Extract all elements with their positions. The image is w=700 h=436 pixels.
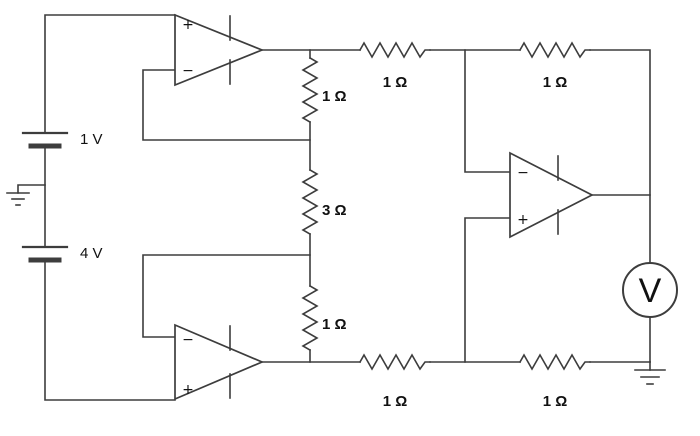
battery-v1-label: 1 V xyxy=(80,131,103,148)
resistor-zigzag xyxy=(358,41,431,59)
resistor-vertical-middle: 3 Ω xyxy=(301,168,347,236)
opamp-triangle xyxy=(174,323,265,401)
inverting-input-sign: − xyxy=(182,63,194,79)
resistor-bottom-right: 1 Ω xyxy=(518,353,591,410)
resistor-bottom-left: 1 Ω xyxy=(358,353,431,410)
resistor-vertical-top: 1 Ω xyxy=(301,56,347,124)
resistor-label: 1 Ω xyxy=(322,316,347,333)
opamp-bottom: − + xyxy=(174,323,265,401)
resistor-label: 1 Ω xyxy=(543,74,568,91)
noninverting-input-sign: + xyxy=(517,212,529,228)
wire-top-left-rail xyxy=(44,14,176,134)
opamp-triangle xyxy=(509,151,594,239)
resistor-zigzag xyxy=(358,353,431,371)
opamp-top: + − xyxy=(174,13,265,87)
wire-node-to-noninverting-input xyxy=(464,217,511,363)
battery-v2-label: 4 V xyxy=(80,245,103,262)
inverting-input-sign: − xyxy=(517,165,529,181)
resistor-zigzag xyxy=(301,284,319,352)
voltmeter-label: V xyxy=(639,272,662,310)
wire-top-opamp-feedback xyxy=(142,69,311,141)
wire-ground-left-stub xyxy=(17,184,46,194)
wire-bottom-opamp-feedback xyxy=(142,254,311,338)
resistor-label: 1 Ω xyxy=(322,88,347,105)
resistor-label: 3 Ω xyxy=(322,202,347,219)
wire-top-right-rail xyxy=(589,49,651,264)
resistor-zigzag xyxy=(518,41,591,59)
resistor-top-right: 1 Ω xyxy=(518,41,591,91)
resistor-zigzag xyxy=(301,56,319,124)
voltmeter: V xyxy=(622,262,678,318)
battery-v1: 1 V xyxy=(21,131,103,149)
wire-bottom-left-rail xyxy=(44,259,176,401)
wire-node-to-inverting-input xyxy=(464,49,511,173)
inverting-input-sign: − xyxy=(182,332,194,348)
resistor-vertical-bottom: 1 Ω xyxy=(301,284,347,352)
noninverting-input-sign: + xyxy=(182,382,194,398)
opamp-triangle xyxy=(174,13,265,87)
resistor-label: 1 Ω xyxy=(383,393,408,410)
resistor-top-left: 1 Ω xyxy=(358,41,431,91)
noninverting-input-sign: + xyxy=(182,17,194,33)
resistor-label: 1 Ω xyxy=(383,74,408,91)
resistor-zigzag xyxy=(518,353,591,371)
voltmeter-circle xyxy=(622,262,678,318)
battery-v2: 4 V xyxy=(21,245,103,263)
resistor-zigzag xyxy=(301,168,319,236)
opamp-right: − + xyxy=(509,151,594,239)
resistor-label: 1 Ω xyxy=(543,393,568,410)
ground-left-symbol xyxy=(6,192,30,206)
wires xyxy=(17,14,651,401)
ground-right-symbol xyxy=(634,369,666,385)
